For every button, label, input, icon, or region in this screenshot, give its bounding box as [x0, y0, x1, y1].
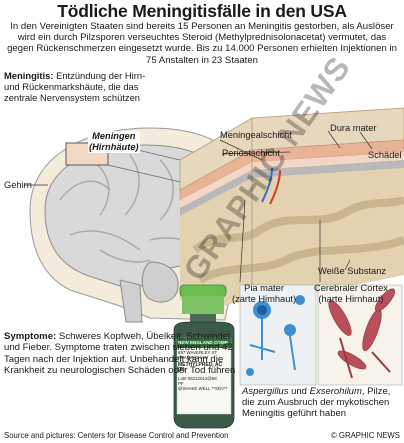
steroid-vial: [173, 284, 235, 429]
leader-meningeal: [219, 139, 263, 161]
label-schaedel: Schädel: [368, 150, 402, 160]
leader-pia: [239, 199, 246, 283]
zoom-line-bottom: [107, 164, 181, 183]
definition-term: Meningitis:: [4, 70, 54, 81]
exserohilum-conidia: [328, 288, 396, 379]
label-meningen: Meningen(Hirnhäute): [88, 131, 140, 153]
vein: [261, 167, 273, 203]
pia-layer: [180, 160, 404, 216]
vial-label-band: [177, 338, 231, 348]
label-pia-mater-title: Pia mater: [244, 283, 284, 293]
vial-line5: Lot# 05212012@68: [178, 375, 217, 381]
label-gehirn: Gehirn: [4, 180, 32, 190]
label-dura-mater: Dura mater: [330, 123, 377, 133]
page-title: Tödliche Meningitisfälle in den USA: [57, 1, 347, 21]
vial-seal: [182, 296, 224, 314]
cortex-fold: [192, 196, 404, 254]
label-pia-mater: Pia mater(zarte Himhaut): [232, 283, 296, 304]
leader-schaedel: [359, 131, 373, 150]
label-cortex-sub: (harte Hirnhaut): [318, 293, 384, 304]
definition-text: Entzündung der Hirn- und Rückenmarkshäut…: [4, 70, 146, 104]
label-meningealschicht: Meningealschicht: [220, 130, 292, 140]
brainstem: [119, 279, 143, 323]
credit: © GRAPHIC NEWS: [331, 431, 400, 440]
symptoms-body: Schweres Kopfweh, Übelkeit, Schwindel un…: [4, 331, 236, 376]
fungi-name-exserohilum: Exserohilum: [309, 386, 362, 397]
meningitis-definition: Meningitis: Entzündung der Hirn- und Rüc…: [4, 70, 152, 104]
vial-neck: [190, 314, 216, 324]
label-weisse-substanz: Weiße Substanz: [318, 266, 387, 276]
vial-cap: [179, 284, 227, 298]
vial-line4: METHYLPRED. AC (P): [178, 361, 223, 374]
label-periostschicht: Periostschicht: [222, 148, 280, 158]
vial-line7: @SHAKE WELL **SDV**: [178, 386, 228, 392]
arachnoid-layer: [180, 152, 404, 208]
symptoms-term: Symptome:: [4, 331, 57, 342]
illustration: [24, 107, 404, 429]
source-note: Source and pictures: Centers for Disease…: [4, 431, 229, 440]
vial-line6: PF: [178, 381, 184, 387]
label-cortex-title: Cerebraler Cortex: [314, 283, 388, 293]
leader-weisse: [344, 259, 351, 271]
cortex-fold-2: [197, 236, 404, 284]
fungi-caption: Aspergillus und Exserohilum, Pilze, die …: [242, 386, 402, 419]
leader-dura: [327, 130, 341, 149]
vial-label-header: NEW ENGLAND COMP: [178, 340, 228, 345]
artery: [269, 169, 281, 205]
fungi-und: und: [288, 386, 310, 397]
symptoms-text: Symptome: Schweres Kopfweh, Übelkeit, Sc…: [4, 331, 240, 376]
label-meningen-title: Meningen: [92, 131, 136, 141]
vial-label: [176, 337, 232, 415]
cerebellum: [141, 261, 179, 303]
vial-line3: FRAMINGHAM: [178, 355, 209, 361]
vial-line2: 697 WAVERLEY ST: [178, 350, 218, 355]
label-cortex: Cerebraler Cortex(harte Hirnhaut): [314, 283, 388, 304]
leader-periost: [221, 151, 291, 155]
fungi-name-aspergillus: Aspergillus: [242, 386, 289, 397]
label-meningen-sub: (Hirnhäute): [89, 142, 139, 152]
vial-label-text: 697 WAVERLEY ST FRAMINGHAM METHYLPRED. A…: [178, 350, 230, 392]
intro-text: In den Vereinigten Staaten sind bereits …: [7, 21, 397, 66]
label-pia-mater-sub: (zarte Himhaut): [232, 293, 297, 304]
fungi-caption-text: , Pilze, die zum Ausbruch der mykotische…: [242, 386, 391, 419]
aspergillus-hyphae: [246, 295, 305, 376]
